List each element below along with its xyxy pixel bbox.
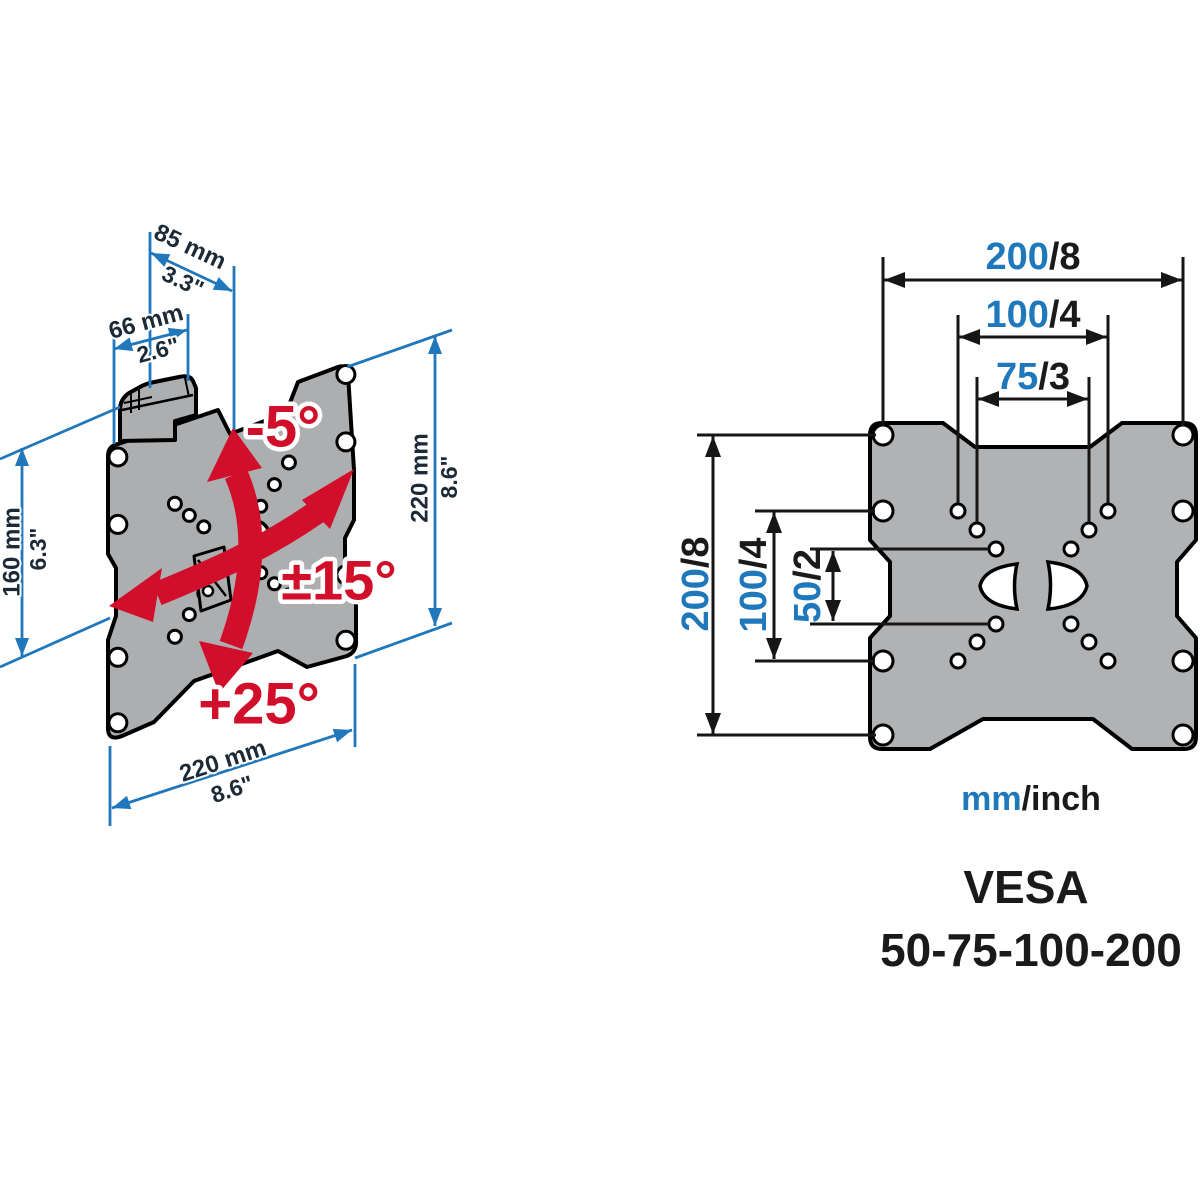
vesa-plate-front: [868, 421, 1198, 751]
dimension-220mm-height: 220 mm 8.6": [346, 328, 464, 660]
angle-tilt-up-label: -5°: [246, 395, 321, 460]
right-front-view: 200/8 100/4 75/3 200/8: [675, 236, 1198, 976]
swivel-arrow: [109, 469, 354, 622]
units-label: mm/inch: [961, 780, 1101, 818]
left-perspective-view: 85 mm 3.3" 66 mm 2.6" 160 mm 6.3": [0, 217, 464, 826]
angle-tilt-down-label: +25°: [198, 672, 320, 737]
dimension-200-8-vertical: 200/8: [675, 433, 876, 737]
angle-swivel-label: ±15°: [281, 549, 396, 612]
dimension-100-4-horizontal: 100/4: [956, 294, 1110, 503]
dim-85mm-label: 85 mm: [150, 219, 230, 276]
dim-75-3-h-label: 75/3: [996, 356, 1070, 398]
vesa-sizes: 50-75-100-200: [880, 924, 1182, 976]
center-cutouts: [978, 559, 1089, 612]
dim-50-2-v-label: 50/2: [787, 549, 829, 623]
dim-100-4-v-label: 100/4: [733, 537, 775, 632]
dim-160mm-inch-label: 6.3": [25, 528, 51, 571]
dimension-160mm: 160 mm 6.3": [0, 405, 121, 669]
dim-66mm-inch-label: 2.6": [134, 332, 182, 368]
dim-220mm-height-inch-label: 8.6": [436, 456, 462, 499]
dim-200-8-v-label: 200/8: [675, 536, 717, 631]
dim-220mm-height-label: 220 mm: [407, 433, 434, 522]
dimension-100-4-vertical: 100/4: [733, 509, 875, 663]
dim-100-4-h-label: 100/4: [985, 294, 1080, 336]
vesa-title: VESA: [963, 861, 1088, 913]
dim-200-8-h-label: 200/8: [985, 236, 1080, 278]
dimension-50-2-vertical: 50/2: [787, 547, 989, 626]
dimension-75-3-horizontal: 75/3: [975, 356, 1091, 522]
mounting-holes-front: [871, 423, 1195, 747]
dimension-200-8-horizontal: 200/8: [881, 236, 1185, 426]
dim-160mm-label: 160 mm: [0, 507, 26, 596]
